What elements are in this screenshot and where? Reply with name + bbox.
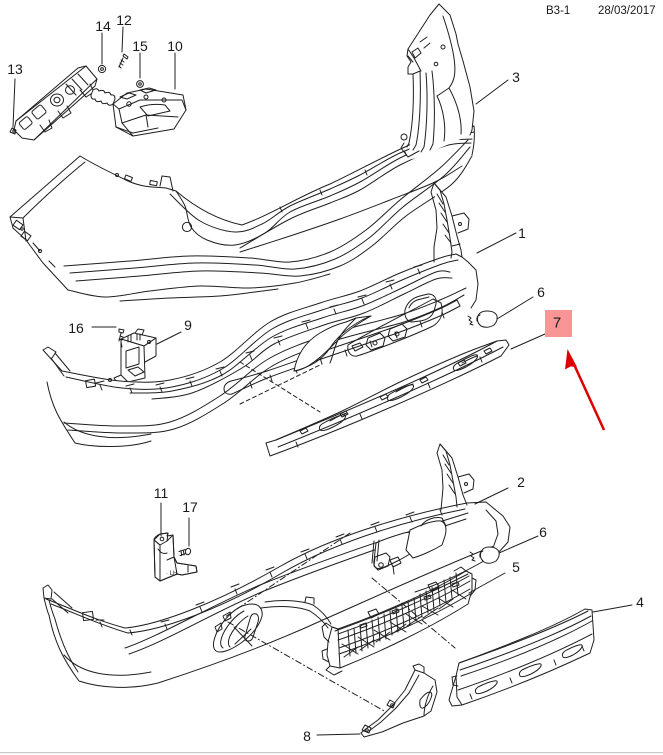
svg-text:5: 5 bbox=[512, 559, 520, 575]
svg-text:2: 2 bbox=[517, 474, 525, 490]
svg-text:13: 13 bbox=[7, 61, 23, 77]
svg-text:10: 10 bbox=[167, 38, 183, 54]
svg-text:17: 17 bbox=[182, 499, 198, 515]
svg-text:11: 11 bbox=[154, 485, 169, 501]
svg-text:· LH: · LH bbox=[166, 571, 177, 577]
svg-text:16: 16 bbox=[68, 320, 84, 336]
svg-text:28/03/2017: 28/03/2017 bbox=[598, 5, 656, 17]
svg-text:6: 6 bbox=[537, 284, 545, 300]
svg-text:12: 12 bbox=[116, 12, 132, 28]
svg-text:1: 1 bbox=[518, 225, 526, 241]
svg-text:3: 3 bbox=[512, 69, 520, 85]
svg-text:9: 9 bbox=[184, 317, 192, 333]
svg-text:B3-1: B3-1 bbox=[546, 5, 570, 17]
svg-text:8: 8 bbox=[303, 728, 311, 744]
svg-text:6: 6 bbox=[539, 524, 547, 540]
svg-text:7: 7 bbox=[553, 315, 561, 332]
svg-text:15: 15 bbox=[132, 38, 148, 54]
svg-text:14: 14 bbox=[95, 18, 111, 34]
svg-text:4: 4 bbox=[636, 594, 644, 610]
